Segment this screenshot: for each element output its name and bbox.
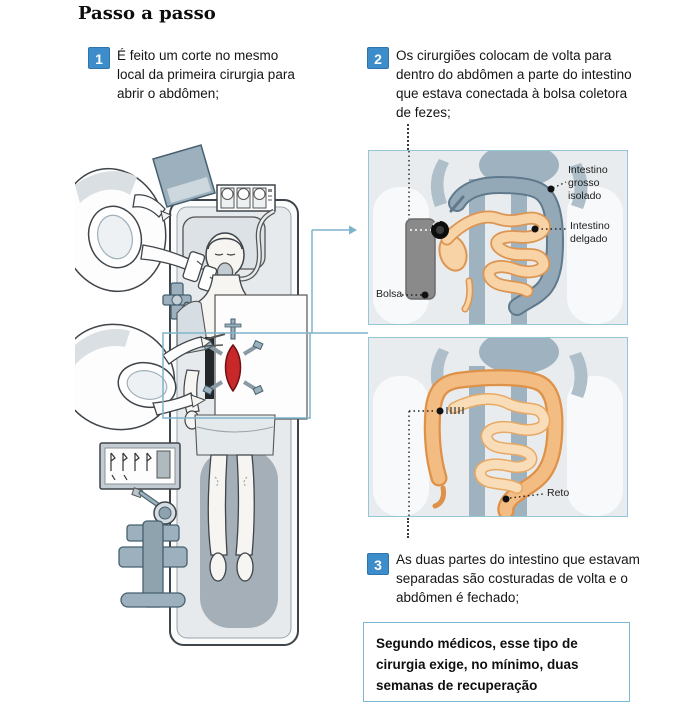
- step2-anatomy-panel: Intestino grosso isolado Intestino delga…: [368, 150, 628, 325]
- surgeon-1: [75, 167, 218, 293]
- large-intestine-orange: [423, 369, 564, 516]
- pointer-lines: [402, 151, 567, 296]
- label-rectum: Reto: [547, 487, 570, 499]
- suture-site: [436, 407, 464, 415]
- surgeon-1-hand: [160, 210, 173, 222]
- step-2-badge: 2: [367, 47, 389, 69]
- patient-legs: [194, 414, 276, 582]
- arrow-to-panel: [349, 225, 357, 235]
- step-1-text: É feito um corte no mesmo local da prime…: [117, 48, 295, 101]
- step-1-badge: 1: [88, 47, 110, 69]
- knee-marks: [214, 476, 248, 488]
- recovery-note-box: Segundo médicos, esse tipo de cirurgia e…: [363, 622, 630, 702]
- retractor-post: [230, 318, 236, 340]
- recovery-note-text: Segundo médicos, esse tipo de cirurgia e…: [376, 636, 579, 693]
- drape-gap-shadow: [205, 337, 214, 399]
- pointer-dot-bag: [421, 291, 429, 299]
- anatomy-illustration-bag: [369, 151, 627, 324]
- label-bag: Bolsa: [376, 288, 403, 300]
- colostomy-bag: [405, 218, 449, 300]
- instrument-tray: [99, 442, 181, 490]
- page-title: Passo a passo: [78, 3, 216, 24]
- foot-left: [209, 552, 227, 582]
- breathing-tube: [229, 208, 276, 282]
- callout-connector: [162, 225, 368, 419]
- label-small-intestine: Intestino delgado: [570, 220, 610, 245]
- operating-room-illustration: [75, 144, 368, 646]
- pointer-lines: [408, 410, 544, 516]
- step-3-text: As duas partes do intestino que estavam …: [396, 552, 640, 605]
- label-large-intestine: Intestino grosso isolado: [568, 164, 608, 202]
- anesthesia-monitor: [216, 184, 276, 212]
- incision-callout-box: [162, 332, 311, 419]
- step2-to-panel-dotted-connector: [407, 124, 409, 150]
- anatomy-illustration-reconnected: [369, 338, 627, 516]
- surgical-lamp: [118, 487, 188, 608]
- large-intestine-gray: [448, 176, 564, 316]
- handheld-device: [182, 251, 206, 283]
- panel-to-step3-dotted-connector: [407, 518, 409, 538]
- small-intestine-light: [448, 393, 551, 494]
- hip-drape: [194, 414, 276, 456]
- scalpels: [110, 452, 152, 481]
- surgical-field: [202, 294, 308, 420]
- foot-right: [236, 552, 254, 582]
- step-2-text: Os cirurgiões colocam de volta para dent…: [396, 48, 632, 120]
- pointer-dot-rectum: [502, 495, 510, 503]
- scalpel: [206, 333, 226, 340]
- surgeon-1-arm: [132, 194, 166, 218]
- clipboard: [152, 144, 216, 208]
- pointer-dot-suture: [436, 407, 444, 415]
- small-intestine-orange: [438, 210, 551, 313]
- step-3-badge: 3: [367, 553, 389, 575]
- pointer-dot-large-intestine: [547, 185, 555, 193]
- incision: [224, 343, 242, 393]
- pointer-dot-small-intestine: [531, 225, 539, 233]
- step3-anatomy-panel: Reto: [368, 337, 628, 517]
